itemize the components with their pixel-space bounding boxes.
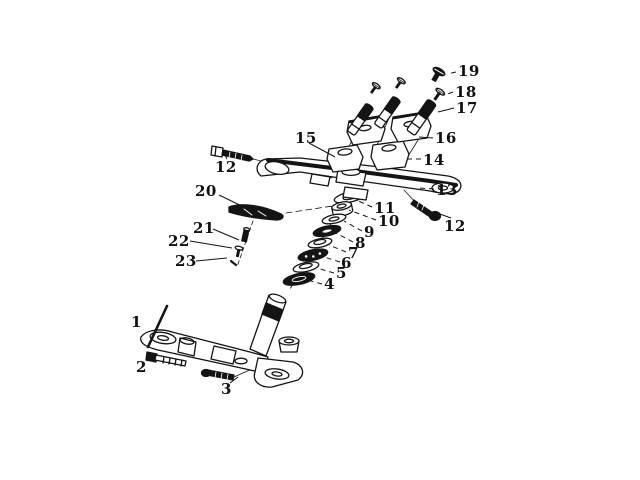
- part-lower-triple-clamp: [140, 329, 304, 388]
- callout-label-2: 2: [136, 358, 147, 376]
- part-bolt-17: [406, 99, 437, 136]
- part-bolt-12-left: [210, 145, 254, 162]
- callout-label-12-left: 12: [215, 158, 237, 176]
- callout-label-22: 22: [168, 232, 190, 250]
- callout-label-21: 21: [193, 219, 215, 237]
- part-small-fasteners: [229, 227, 251, 267]
- callout-label-11: 11: [374, 199, 396, 217]
- callout-label-13: 13: [436, 181, 458, 199]
- part-screw-22: [234, 245, 244, 258]
- callout-label-16: 16: [435, 129, 457, 147]
- part-clamp-bolt-left: [347, 103, 374, 136]
- callout-label-19: 19: [458, 62, 480, 80]
- callout-label-5: 5: [336, 264, 347, 282]
- callout-label-3: 3: [221, 380, 232, 398]
- callout-label-10: 10: [378, 212, 400, 230]
- part-pin-21: [241, 227, 251, 243]
- part-top-bridge: [256, 157, 462, 201]
- part-clamp-bolt-mid: [374, 96, 401, 129]
- part-screw-top-mid: [394, 77, 406, 89]
- callout-label-6: 6: [341, 254, 352, 272]
- part-handlebar-holder-lower-left: [326, 144, 364, 173]
- part-race-7: [307, 237, 333, 249]
- callout-label-15: 15: [295, 129, 317, 147]
- part-tip-23: [229, 259, 238, 267]
- callout-label-9: 9: [364, 223, 375, 241]
- part-screw-top-left: [369, 82, 381, 94]
- part-race-5: [292, 261, 320, 273]
- callout-label-8: 8: [355, 234, 366, 252]
- part-steering-stem-tube: [249, 293, 287, 357]
- callout-label-23: 23: [175, 252, 197, 270]
- callout-label-17: 17: [456, 99, 478, 117]
- callout-label-18: 18: [455, 83, 477, 101]
- part-screw-19: [431, 66, 446, 83]
- part-1-index-line: [146, 304, 169, 349]
- part-washer-9: [321, 213, 347, 225]
- callout-label-1: 1: [131, 313, 142, 331]
- part-seal-4: [282, 272, 316, 286]
- callout-label-7: 7: [348, 244, 359, 262]
- part-handlebar-holder-lower-right: [370, 140, 410, 171]
- part-washer-8: [312, 224, 342, 238]
- part-bolt-3: [200, 368, 235, 381]
- callout-label-14: 14: [423, 151, 445, 169]
- callout-label-20: 20: [195, 182, 217, 200]
- part-bearing-6: [297, 248, 329, 262]
- part-clamp-plate-20: [228, 204, 284, 221]
- part-bolt-12-right: [410, 199, 442, 222]
- callout-label-12-right: 12: [444, 217, 466, 235]
- callout-label-4: 4: [324, 275, 335, 293]
- part-screw-18: [433, 87, 446, 101]
